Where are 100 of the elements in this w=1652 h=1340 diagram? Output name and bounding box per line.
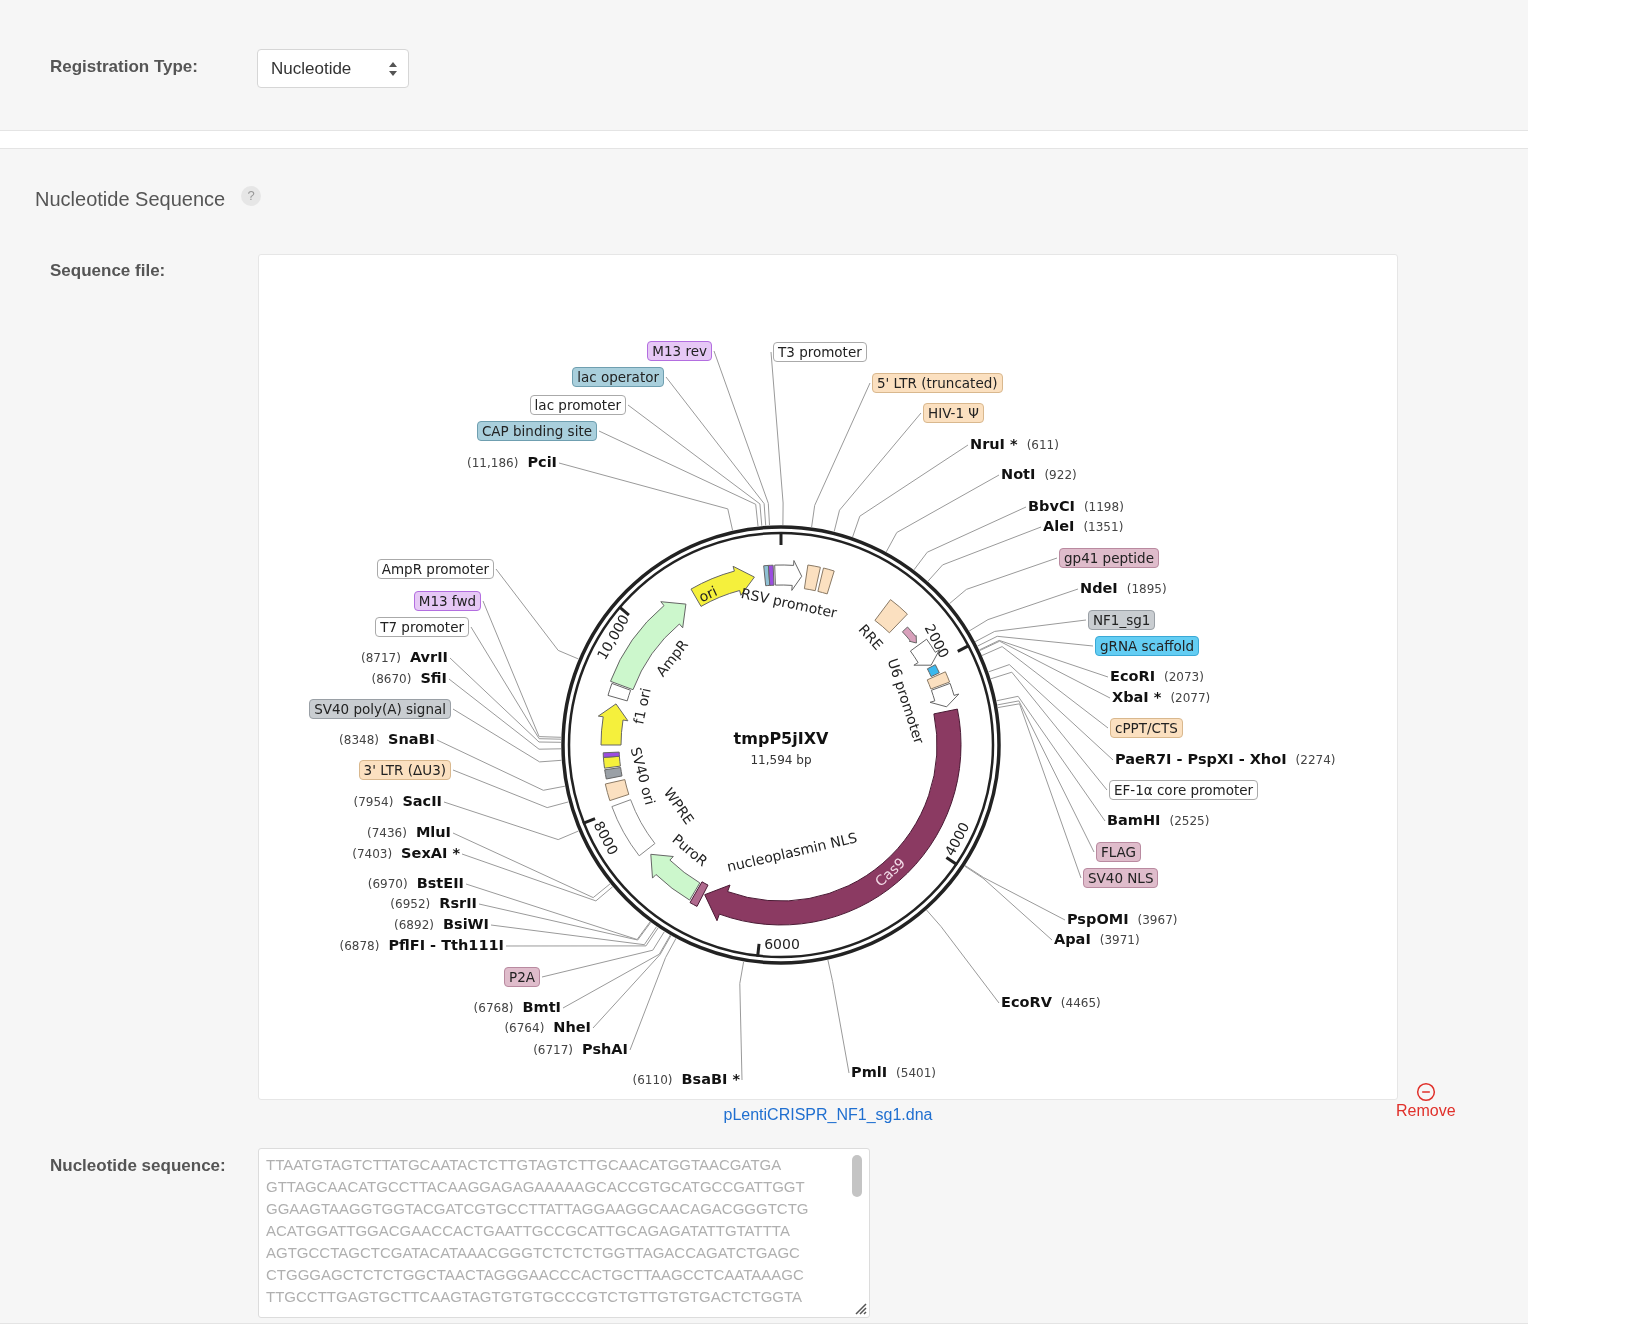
leader-line: [505, 927, 659, 947]
leader-line: [598, 430, 759, 527]
leader-line: [990, 671, 1108, 791]
leader-line: [739, 961, 745, 1081]
enzyme-label: NheI: [553, 1018, 591, 1038]
feature-label: AmpR promoter: [376, 559, 494, 579]
leader-line: [478, 903, 652, 941]
position-number: (5401): [896, 1065, 936, 1083]
enzyme-label: PflFI - Tth111I: [388, 936, 504, 956]
leader-line: [452, 832, 611, 899]
enzyme-label: AleI: [1043, 517, 1075, 537]
enzyme-label: BbvCI: [1028, 497, 1075, 517]
leader-line: [885, 474, 1000, 553]
leader-line: [770, 351, 784, 526]
feature-label: CAP binding site: [476, 421, 597, 441]
enzyme-label: SnaBI: [388, 730, 435, 750]
leader-line: [465, 883, 651, 940]
enzyme-label: BstEII: [416, 874, 464, 894]
leader-line: [981, 646, 1109, 729]
leader-line: [436, 739, 566, 791]
leader-line: [470, 626, 562, 740]
position-number: (7954): [353, 794, 394, 812]
feature-name: ori: [696, 582, 720, 606]
enzyme-label: AvrII: [409, 648, 448, 668]
leader-line: [913, 506, 1027, 571]
feature-label: lac operator: [572, 367, 664, 387]
position-number: (7403): [352, 846, 393, 864]
feature-label: P2A: [504, 967, 540, 987]
field-label: Sequence file:: [50, 260, 166, 282]
position-number: (611): [1026, 437, 1059, 455]
position-number: (6717): [533, 1042, 574, 1060]
enzyme-label: BamHI: [1107, 811, 1161, 831]
leader-line: [541, 931, 665, 978]
leader-line: [592, 935, 672, 1029]
leader-line: [558, 462, 734, 531]
leader-line: [449, 657, 562, 743]
leader-line: [997, 703, 1082, 879]
leader-line: [833, 412, 922, 532]
leader-line: [978, 639, 1109, 678]
leader-line: [562, 934, 671, 1009]
leader-line: [974, 619, 1087, 643]
enzyme-label: EcoRV: [1001, 993, 1052, 1013]
leader-line: [996, 695, 1106, 822]
sequence-line: CTGGGAGCTCTCTGGCTAACTAGGGAACCCACTGCTTAAGCCTCAATAAAGC: [266, 1265, 804, 1285]
leader-line: [827, 959, 850, 1074]
sequence-line: TTAATGTAGTCTTATGCAATACTCTTGTAGTCTTGCAACATGGTAACGATGA: [266, 1155, 782, 1175]
leader-line: [927, 526, 1042, 582]
leader-line: [627, 404, 763, 527]
leader-line: [495, 568, 579, 660]
enzyme-label: XbaI *: [1112, 688, 1162, 708]
leader-line: [926, 909, 1000, 1004]
position-number: (6952): [390, 896, 431, 914]
feature-label: 5' LTR (truncated): [872, 373, 1003, 393]
enzyme-label: EcoRI: [1110, 667, 1156, 687]
plasmid-name: tmpP5jIXV: [733, 728, 829, 750]
position-number: (4465): [1060, 995, 1101, 1013]
feature-label: T3 promoter: [773, 342, 867, 362]
enzyme-label: BmtI: [522, 998, 561, 1018]
feature-label: SV40 NLS: [1083, 868, 1159, 888]
position-number: (11,186): [467, 455, 519, 473]
remove-button: Remove: [1396, 1082, 1456, 1120]
feature-label: gRNA scaffold: [1095, 636, 1200, 656]
feature-name: f1 ori: [630, 686, 654, 726]
position-number: (8670): [371, 671, 412, 689]
enzyme-label: PspOMI: [1067, 910, 1129, 930]
sequence-line: GTTAGCAACATGCCTTACAAGGAGAGAAAAAGCACCGTGCATGCCGATTGGT: [266, 1177, 805, 1197]
feature-label: NF1_sg1: [1088, 610, 1156, 630]
feature-label: cPPT/CTS: [1110, 718, 1183, 738]
position-number: (1351): [1083, 519, 1124, 537]
file-link: pLentiCRISPR_NF1_sg1.dna: [723, 1105, 933, 1125]
feature-label: 3' LTR (ΔU3): [358, 760, 451, 780]
position-number: (6110): [632, 1072, 673, 1090]
enzyme-label: RsrII: [439, 894, 477, 914]
plasmid-length: 11,594 bp: [750, 752, 812, 769]
leader-line: [949, 557, 1058, 605]
leader-line: [665, 376, 767, 526]
feature-name: RSV promoter: [739, 585, 839, 621]
feature-label: gp41 peptide: [1059, 548, 1159, 568]
feature-label: T7 promoter: [375, 617, 469, 637]
section-heading: Nucleotide Sequence: [35, 187, 226, 212]
position-number: (6970): [367, 876, 408, 894]
enzyme-label: PshAI: [582, 1040, 628, 1060]
leader-line: [964, 865, 1066, 921]
position-number: (2525): [1169, 813, 1210, 831]
position-number: (6878): [339, 938, 380, 956]
enzyme-label: PaeR7I - PspXI - XhoI: [1115, 750, 1287, 770]
enzyme-label: NruI *: [970, 435, 1018, 455]
feature-label: M13 rev: [647, 341, 712, 361]
position-number: (7436): [366, 825, 407, 843]
enzyme-label: BsiWI: [442, 915, 489, 935]
position-number: (3971): [1099, 932, 1140, 950]
position-number: (8717): [361, 650, 401, 668]
position-number: (6768): [473, 1000, 514, 1018]
leader-line: [452, 769, 569, 809]
feature-label: lac promoter: [529, 395, 626, 415]
field-label: Nucleotide sequence:: [50, 1155, 226, 1177]
enzyme-label: BsaBI *: [681, 1070, 740, 1090]
leader-line: [482, 600, 562, 738]
leader-line: [713, 350, 770, 526]
position-number: (1198): [1083, 499, 1124, 517]
